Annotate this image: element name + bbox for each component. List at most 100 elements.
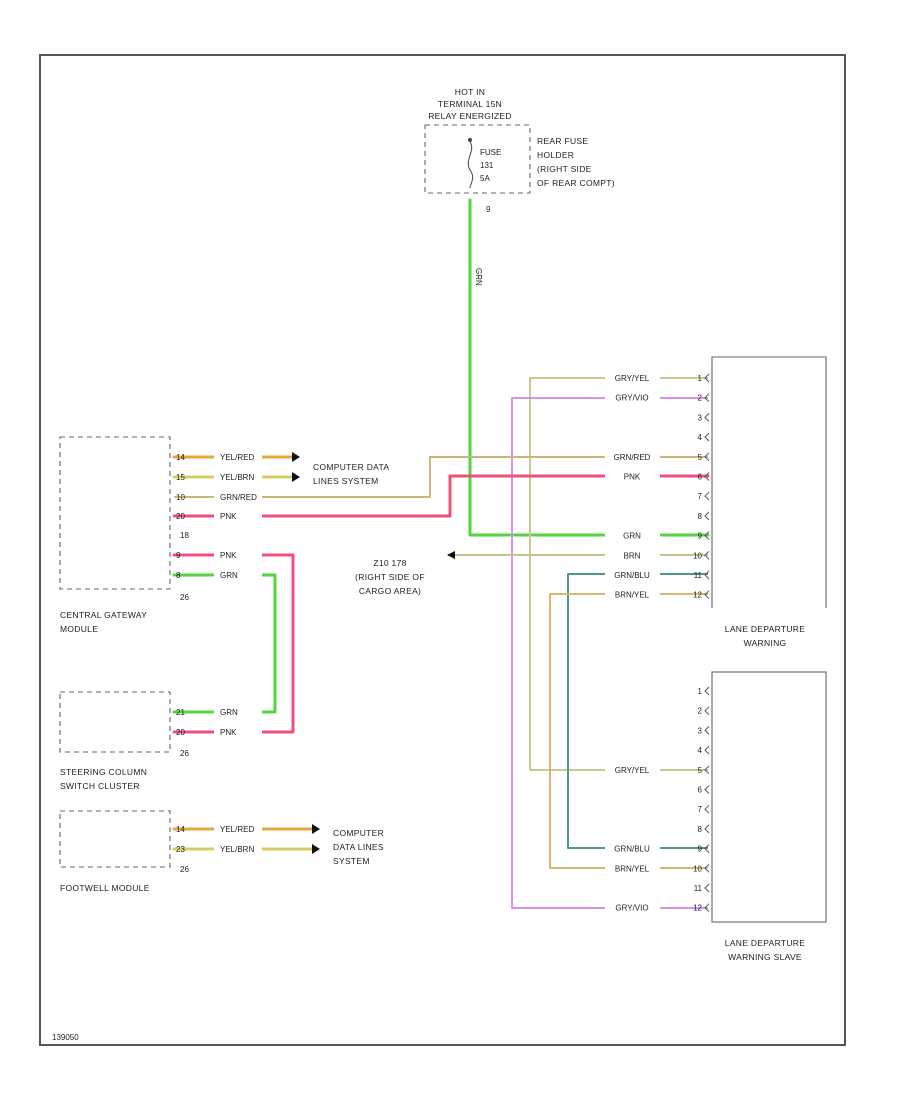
pin-number: 10 [176, 493, 185, 502]
fuse-number: 131 [480, 161, 494, 170]
wire-label: YEL/RED [220, 453, 254, 462]
fuse-pin: 9 [486, 205, 491, 214]
arrow-icon [292, 472, 300, 482]
wire-label-bg [605, 529, 660, 541]
data-lines-2-line-1: COMPUTER [333, 828, 384, 838]
cgm-name-line-2: MODULE [60, 624, 98, 634]
terminal-icon [704, 590, 710, 600]
terminal-icon [704, 531, 710, 540]
wire-label: YEL/BRN [220, 473, 254, 482]
terminal-icon [704, 432, 710, 442]
pin-number: 1 [698, 374, 703, 383]
wire-label: GRN [220, 571, 238, 580]
arrow-icon [312, 844, 320, 854]
ldw-name-line-2: WARNING [744, 638, 787, 648]
wire-label-bg [214, 451, 262, 462]
footwell-box [59, 810, 171, 868]
pin-rows: 1GRY/YEL2GRY/VIO345GRN/RED6PNK789GRN10BR… [176, 372, 710, 913]
terminal-icon [704, 745, 710, 755]
arrow-icon [312, 824, 320, 834]
pin-number: 3 [698, 413, 703, 422]
pin-number: 4 [698, 433, 703, 442]
wire-label-grn-fuse: GRN [474, 268, 483, 286]
steering-connector: 26 [180, 749, 189, 758]
pin-number: 20 [176, 728, 185, 737]
terminal-icon [704, 706, 710, 716]
wire-brn-yel [549, 593, 708, 869]
terminal-icon [704, 844, 710, 853]
wire-label-bg [214, 549, 262, 560]
wire-label-bg [214, 471, 262, 482]
wire-label-bg [605, 763, 660, 775]
terminal-icon [704, 472, 710, 481]
data-lines-1-line-2: LINES SYSTEM [313, 476, 378, 486]
central-gateway-box [59, 436, 171, 590]
steering-column-switch-cluster: 26 STEERING COLUMN SWITCH CLUSTER [59, 691, 189, 791]
ground-line-3: CARGO AREA) [359, 586, 421, 596]
pin-number: 8 [698, 512, 703, 521]
wire-label-bg [605, 470, 660, 482]
fuse-terminal-top [468, 138, 472, 142]
wire-label: PNK [220, 728, 237, 737]
diagram-frame [39, 54, 846, 1046]
pin-number: 5 [698, 766, 703, 775]
wire-label-bg [214, 510, 262, 521]
terminal-icon [704, 824, 710, 834]
pin-number: 14 [176, 453, 185, 462]
lane-departure-warning: LANE DEPARTURE WARNING [711, 356, 827, 648]
pin-number: 11 [694, 884, 703, 893]
pin-number: 10 [693, 864, 702, 873]
fuse-location-line-3: (RIGHT SIDE [537, 164, 592, 174]
cgm-connector-bottom: 26 [180, 593, 189, 602]
footwell-name: FOOTWELL MODULE [60, 883, 150, 893]
terminal-icon [704, 550, 710, 560]
wire-label-bg [214, 491, 262, 502]
pin-number: 9 [698, 845, 703, 854]
pin-number: 2 [698, 394, 703, 403]
wire-label: GRN [220, 708, 238, 717]
ldw-slave-box [711, 671, 827, 923]
fuse-header-line-1: HOT IN [455, 87, 485, 97]
pin-number: 23 [176, 845, 185, 854]
wire-label-bg [605, 862, 660, 874]
wire-label: PNK [220, 512, 237, 521]
ground-line-1: Z10 178 [373, 558, 406, 568]
fuse-holder-box [424, 124, 531, 194]
ground-label: Z10 178 (RIGHT SIDE OF CARGO AREA) [355, 558, 424, 596]
wire-label-bg [214, 706, 262, 717]
steering-name-line-2: SWITCH CLUSTER [60, 781, 140, 791]
wire-label-bg [605, 372, 660, 383]
ground-arrow-icon [447, 551, 455, 559]
wire-label-bg [214, 843, 262, 854]
wire-label: GRN [623, 532, 641, 541]
pin-number: 3 [698, 726, 703, 735]
wire-label-bg [605, 549, 660, 561]
fuse-header-line-2: TERMINAL 15N [438, 99, 502, 109]
wire-label-bg [605, 901, 660, 913]
fuse-header-line-3: RELAY ENERGIZED [428, 111, 512, 121]
fuse-location-line-1: REAR FUSE [537, 136, 588, 146]
pin-number: 7 [698, 492, 703, 501]
wire-label: GRY/VIO [615, 394, 648, 403]
terminal-icon [704, 373, 710, 383]
wire-label: BRN/YEL [615, 864, 650, 873]
terminal-icon [704, 863, 710, 873]
central-gateway-module: 18 26 CENTRAL GATEWAY MODULE [59, 436, 189, 634]
terminal-icon [704, 903, 710, 913]
pin-number: 21 [176, 708, 185, 717]
pin-number: 4 [698, 746, 703, 755]
ldw-name-line-1: LANE DEPARTURE [725, 624, 805, 634]
pin-number: 6 [698, 786, 703, 795]
pin-number: 12 [693, 904, 702, 913]
terminal-icon [704, 393, 710, 403]
cgm-name-line-1: CENTRAL GATEWAY [60, 610, 147, 620]
wire-label: GRN/BLU [614, 845, 650, 854]
wire-label-bg [605, 588, 660, 600]
wire-grn-blu [567, 573, 708, 849]
pin-number: 10 [693, 551, 702, 560]
pin-number: 8 [698, 825, 703, 834]
wire-grn-red [174, 456, 708, 498]
wire-grn-cgm-to-steering [172, 573, 277, 714]
ldw-slave-name-line-1: LANE DEPARTURE [725, 938, 805, 948]
fuse-location-line-4: OF REAR COMPT) [537, 178, 615, 188]
